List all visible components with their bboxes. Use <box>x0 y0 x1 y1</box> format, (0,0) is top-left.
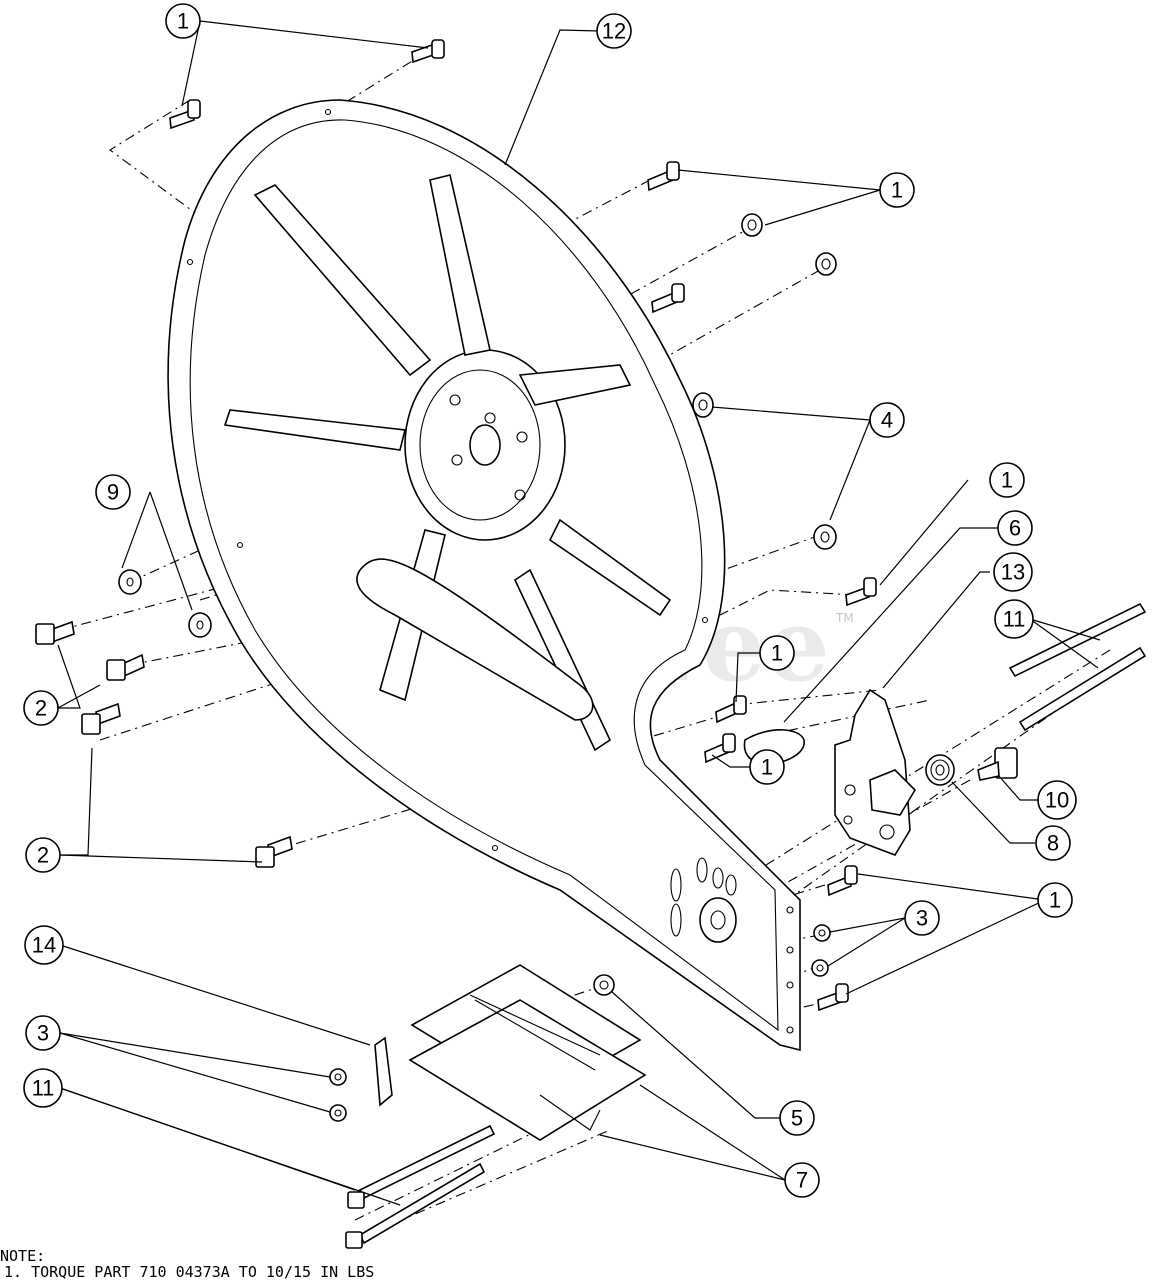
callout-label: 11 <box>1003 607 1026 632</box>
callout[interactable]: 9 <box>95 474 131 510</box>
bolts-part-1 <box>169 39 877 1012</box>
callout-label: 1 <box>1049 888 1061 913</box>
callout[interactable]: 1 <box>989 462 1025 498</box>
housing-part-12 <box>167 99 801 1052</box>
callout-label: 3 <box>37 1021 49 1046</box>
callout[interactable]: 1 <box>879 172 915 208</box>
callout-label: 3 <box>916 906 928 931</box>
watermark-tm: TM <box>835 611 854 625</box>
callout[interactable]: 2 <box>23 690 59 726</box>
callout-label: 2 <box>35 696 47 721</box>
callout[interactable]: 7 <box>784 1162 820 1198</box>
leader-lines <box>57 20 1101 1206</box>
nuts-part-4 <box>692 213 837 550</box>
callout-label: 4 <box>881 408 893 433</box>
callout[interactable]: 6 <box>997 510 1033 546</box>
latch-bracket-part-13 <box>834 688 917 856</box>
callout[interactable]: 13 <box>993 552 1033 592</box>
note-line: 1. TORQUE PART 710 04373A TO 10/15 IN LB… <box>4 1263 375 1281</box>
callout[interactable]: 1 <box>1037 882 1073 918</box>
nut-part-5 <box>593 974 615 996</box>
callout[interactable]: 5 <box>779 1100 815 1136</box>
callout-label: 1 <box>891 178 903 203</box>
nuts-part-3 <box>329 924 831 1122</box>
callout-label: 2 <box>37 843 49 868</box>
callout-label: 7 <box>796 1168 808 1193</box>
washers-part-9 <box>118 569 212 638</box>
callout-label: 10 <box>1045 788 1069 813</box>
callout[interactable]: 14 <box>24 925 64 965</box>
callout-label: 14 <box>32 933 56 958</box>
note-heading: NOTE: <box>0 1247 46 1265</box>
callout-label: 6 <box>1009 516 1021 541</box>
spring-part-8 <box>925 754 955 786</box>
callout[interactable]: 1 <box>165 3 201 39</box>
callout[interactable]: 11 <box>994 599 1034 639</box>
callout-label: 9 <box>107 480 119 505</box>
callout[interactable]: 1 <box>749 749 785 785</box>
rods-part-11 <box>345 602 1147 1249</box>
callout[interactable]: 1 <box>759 635 795 671</box>
callout-label: 1 <box>771 641 783 666</box>
callout-label: 1 <box>177 9 189 34</box>
callout[interactable]: 4 <box>869 402 905 438</box>
callout-label: 1 <box>761 755 773 780</box>
callout[interactable]: 3 <box>904 900 940 936</box>
callout[interactable]: 11 <box>23 1068 63 1108</box>
callout[interactable]: 10 <box>1037 780 1077 820</box>
pin-part-10 <box>977 747 1018 781</box>
callout[interactable]: 12 <box>596 13 632 49</box>
callout-label: 12 <box>602 19 626 44</box>
callout-label: 11 <box>32 1076 55 1101</box>
callout[interactable]: 3 <box>25 1015 61 1051</box>
callout-label: 1 <box>1001 468 1013 493</box>
callout-label: 8 <box>1047 831 1059 856</box>
callout-label: 13 <box>1001 560 1025 585</box>
bracket-part-7 <box>408 964 647 1141</box>
callout[interactable]: 8 <box>1035 825 1071 861</box>
callout-label: 5 <box>791 1106 803 1131</box>
plate-part-14 <box>374 1036 393 1107</box>
callout[interactable]: 2 <box>25 837 61 873</box>
